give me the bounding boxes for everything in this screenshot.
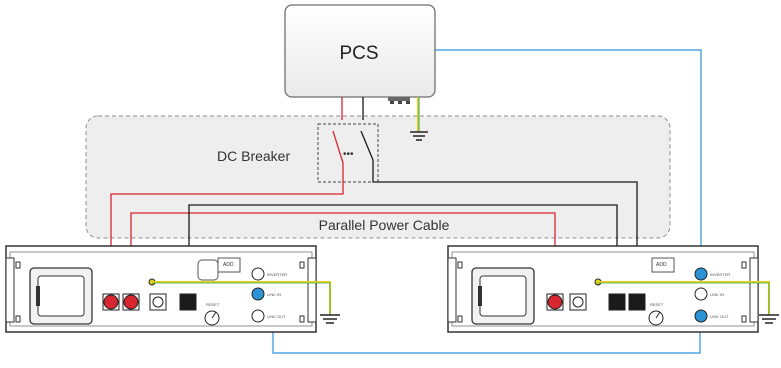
negative-terminal-2	[628, 293, 646, 311]
dc-breaker: DC Breaker •••	[217, 123, 379, 183]
add-label-left: ADD	[223, 262, 234, 268]
inverter-port-right	[694, 267, 708, 281]
battery-right: ADD INVERTER LINK IN LINK OUT RESET	[447, 245, 759, 333]
parallel-cable-label: Parallel Power Cable	[319, 217, 450, 233]
positive-terminal-2	[123, 294, 139, 310]
link-in-port-right	[694, 287, 708, 301]
add-label-right: ADD	[656, 262, 667, 268]
link-out-label-left: LINK OUT	[267, 314, 286, 319]
comm-wire	[272, 49, 702, 354]
svg-text:•••: •••	[343, 149, 354, 160]
link-in-label-right: LINK IN	[710, 292, 724, 297]
inverter-label-right: INVERTER	[710, 272, 730, 277]
positive-terminal-3	[547, 294, 563, 310]
breaker-label: DC Breaker	[217, 148, 290, 164]
link-out-port-left	[251, 309, 265, 323]
inverter-label-left: INVERTER	[267, 272, 287, 277]
pcs-label: PCS	[339, 43, 378, 64]
battery-ground-wires	[152, 281, 779, 324]
negative-terminal-1	[608, 293, 626, 311]
switch-label-right: RESET	[650, 302, 664, 307]
link-in-label-left: LINK IN	[267, 292, 281, 297]
inverter-port-left	[251, 267, 265, 281]
link-in-port-left	[251, 287, 265, 301]
link-out-label-right: LINK OUT	[710, 314, 729, 319]
switch-label-left: RESET	[206, 302, 220, 307]
positive-terminal-1	[103, 294, 119, 310]
battery-left: ADD INVERTER LINK IN LINK OUT RESET	[5, 245, 317, 333]
pcs-ground	[410, 97, 428, 141]
pcs-unit: PCS	[284, 4, 436, 104]
link-out-port-right	[694, 309, 708, 323]
